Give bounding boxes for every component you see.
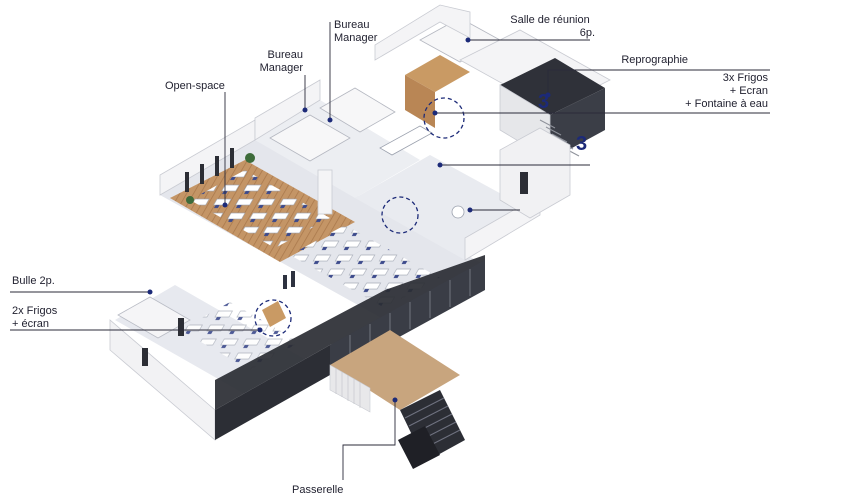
label-frigos-3-line3: + Fontaine à eau xyxy=(685,98,768,110)
office-wall-left xyxy=(254,79,321,141)
passerelle-deck xyxy=(330,330,460,410)
passerelle-slat-lines xyxy=(335,368,361,408)
highlight-circle-left xyxy=(254,299,292,337)
label-bureau-manager-1-line1: Bureau xyxy=(267,49,303,61)
left-frigo-unit xyxy=(262,301,286,327)
label-frigos-2-line1: 2x Frigos xyxy=(12,305,58,317)
label-bureau-manager-1: Bureau Manager xyxy=(255,49,303,75)
label-open-space: Open-space xyxy=(165,80,225,92)
label-salle-reunion: Salle de réunion 6p. xyxy=(505,14,595,40)
leader-passerelle xyxy=(342,400,396,480)
office-partition xyxy=(317,169,333,215)
meeting-room-walls xyxy=(374,4,471,61)
highlight-circle-kitchen xyxy=(381,196,419,234)
label-bureau-manager-2: Bureau Manager xyxy=(334,19,377,45)
highlight-circle-repro xyxy=(423,97,465,139)
label-salle-reunion-line2: 6p. xyxy=(579,27,595,39)
manager-office-2 xyxy=(319,87,396,133)
manager-office-1 xyxy=(269,114,351,162)
label-bulle: Bulle 2p. xyxy=(12,275,55,287)
label-reprographie: Reprographie xyxy=(621,54,688,66)
leader-repro xyxy=(547,69,770,95)
people xyxy=(283,271,295,289)
reprographie-wood-wall xyxy=(405,75,435,128)
passerelle-stairs xyxy=(400,390,465,462)
floor-number-mark: 3 xyxy=(538,91,549,113)
passerelle-lower-step xyxy=(398,426,440,469)
label-frigos-2: 2x Frigos + écran xyxy=(12,305,57,331)
label-frigos-3-line2: + Ecran xyxy=(729,85,768,97)
leader-dots xyxy=(147,37,551,403)
label-bureau-manager-1-line2: Manager xyxy=(259,62,303,74)
left-room-door xyxy=(178,318,184,336)
kitchen-door xyxy=(520,172,528,194)
label-bureau-manager-2-line1: Bureau xyxy=(334,19,370,31)
round-table xyxy=(451,205,465,219)
label-frigos-3: 3x Frigos + Ecran + Fontaine à eau xyxy=(660,72,768,111)
open-space-front-wall xyxy=(215,255,485,410)
label-passerelle: Passerelle xyxy=(292,484,344,496)
label-frigos-2-line2: + écran xyxy=(12,318,49,330)
label-frigos-3-line1: 3x Frigos xyxy=(722,72,768,84)
bulle-door xyxy=(142,348,148,366)
passerelle-steps xyxy=(404,397,461,451)
left-wing-side-wall xyxy=(215,345,330,440)
label-salle-reunion-line1: Salle de réunion xyxy=(510,14,590,26)
kitchen-block xyxy=(499,127,571,219)
leader-lines xyxy=(10,22,770,480)
reprographie-room xyxy=(405,55,470,92)
kitchen-counter xyxy=(379,125,433,156)
back-wall-windows xyxy=(185,148,234,192)
label-bureau-manager-2-line2: Manager xyxy=(334,32,378,44)
floor-number-mark-2: 3 xyxy=(576,133,587,155)
